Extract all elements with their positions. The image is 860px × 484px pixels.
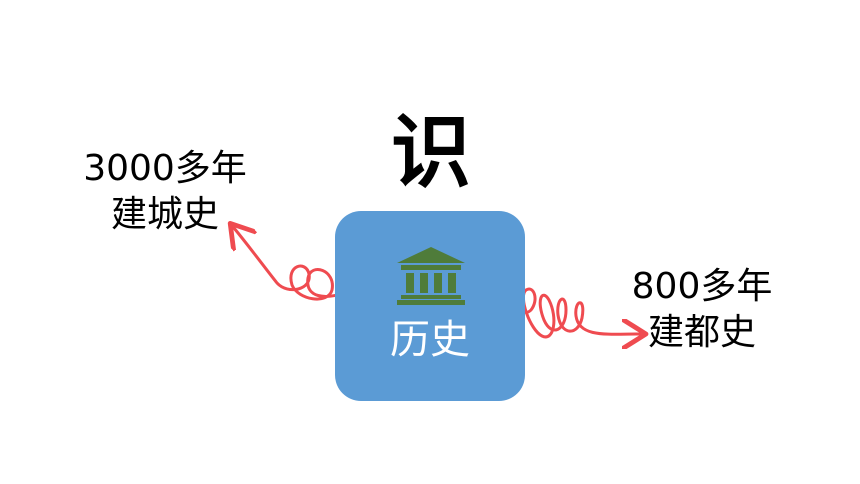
history-box: 历史 <box>335 211 525 401</box>
museum-icon <box>397 247 465 305</box>
left-note-line1: 3000多年 <box>83 148 247 189</box>
left-note-line2: 建城史 <box>110 194 219 235</box>
right-curly-arrow <box>516 284 640 337</box>
heading-character: 识 <box>391 106 471 199</box>
right-note-line1: 800多年 <box>631 266 773 307</box>
right-note: 800多年 建都史 <box>612 264 792 356</box>
left-curly-arrow <box>234 228 349 301</box>
left-note: 3000多年 建城史 <box>70 146 260 238</box>
history-label: 历史 <box>390 317 470 363</box>
right-note-line2: 建都史 <box>647 312 756 353</box>
